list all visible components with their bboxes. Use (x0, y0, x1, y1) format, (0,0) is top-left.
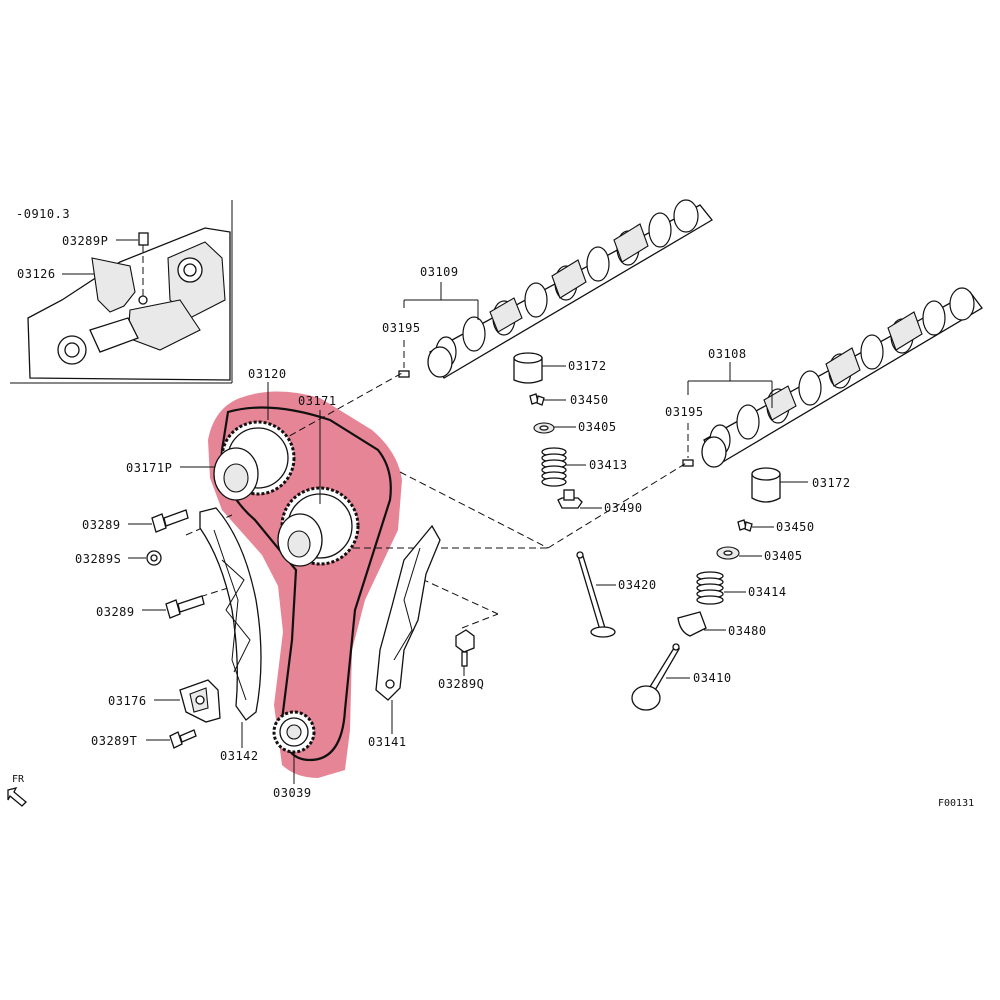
label-spring-exhaust[interactable]: 03414 (748, 585, 787, 599)
lifter-intake-part[interactable] (513, 352, 543, 384)
label-guide-right[interactable]: 03141 (368, 735, 407, 749)
spring-exhaust-part[interactable] (696, 571, 724, 605)
inset-box: -0910.3 03289P 03126 (10, 200, 233, 384)
label-crank-sprocket[interactable]: 03039 (273, 786, 312, 800)
crank-sprocket-part[interactable] (272, 710, 316, 754)
spring-intake-part[interactable] (541, 447, 567, 487)
bolt-2-part[interactable] (165, 595, 205, 619)
seal-exhaust-part[interactable] (677, 611, 707, 637)
label-bolt-t[interactable]: 03289T (91, 734, 137, 748)
label-inset-bolt[interactable]: 03289P (62, 234, 108, 248)
label-exhaust-camshaft[interactable]: 03108 (708, 347, 747, 361)
label-bolt-q[interactable]: 03289Q (438, 677, 484, 691)
label-keeper-intake[interactable]: 03450 (570, 393, 609, 407)
timing-chain-part[interactable] (220, 406, 392, 762)
label-valve-intake[interactable]: 03420 (618, 578, 657, 592)
label-intake-camshaft[interactable]: 03109 (420, 265, 459, 279)
label-pin-exhaust[interactable]: 03195 (665, 405, 704, 419)
label-retainer-intake[interactable]: 03405 (578, 420, 617, 434)
figure-code: F00131 (938, 798, 974, 809)
label-bolt-s[interactable]: 03289S (75, 552, 121, 566)
label-bolt-2[interactable]: 03289 (96, 605, 135, 619)
direction-label: FR (12, 774, 25, 785)
label-spring-intake[interactable]: 03413 (589, 458, 628, 472)
valve-intake-part[interactable] (576, 551, 616, 638)
front-arrow-icon (7, 787, 27, 807)
label-seal-exhaust[interactable]: 03480 (728, 624, 767, 638)
bolt-s-part[interactable] (146, 550, 162, 566)
label-lifter-intake[interactable]: 03172 (568, 359, 607, 373)
keeper-intake-part[interactable] (529, 393, 545, 406)
retainer-intake-part[interactable] (533, 422, 555, 434)
seal-intake-part[interactable] (557, 489, 583, 509)
label-chain[interactable]: 03171 (298, 394, 337, 408)
inset-label: -0910.3 (16, 207, 70, 221)
label-pin-intake[interactable]: 03195 (382, 321, 421, 335)
inset-cover-part[interactable] (91, 257, 136, 313)
valve-exhaust-part[interactable] (631, 643, 681, 711)
label-bolt-1[interactable]: 03289 (82, 518, 121, 532)
label-intake-sprocket[interactable]: 03171P (126, 461, 172, 475)
label-retainer-exhaust[interactable]: 03405 (764, 549, 803, 563)
lifter-exhaust-part[interactable] (751, 467, 781, 503)
label-keeper-exhaust[interactable]: 03450 (776, 520, 815, 534)
chain-guide-left-part[interactable] (199, 507, 262, 721)
bolt-1-part[interactable] (151, 509, 189, 533)
label-tensioner[interactable]: 03176 (108, 694, 147, 708)
label-valve-exhaust[interactable]: 03410 (693, 671, 732, 685)
keeper-exhaust-part[interactable] (737, 519, 753, 532)
exhaust-camshaft-part[interactable] (701, 287, 983, 468)
tensioner-part[interactable] (179, 679, 221, 723)
bolt-t-part[interactable] (169, 729, 197, 749)
intake-sprocket-part[interactable] (213, 420, 296, 501)
intake-camshaft-part[interactable] (427, 199, 713, 379)
pin-intake-part[interactable] (398, 370, 410, 378)
pin-exhaust-part[interactable] (682, 459, 694, 467)
label-guide-left[interactable]: 03142 (220, 749, 259, 763)
chain-guide-right-part[interactable] (375, 524, 441, 701)
label-sprocket-set[interactable]: 03120 (248, 367, 287, 381)
retainer-exhaust-part[interactable] (716, 546, 740, 560)
bolt-q-part[interactable] (455, 629, 475, 667)
label-seal-intake[interactable]: 03490 (604, 501, 643, 515)
inset-bolt-part[interactable] (138, 232, 149, 305)
label-lifter-exhaust[interactable]: 03172 (812, 476, 851, 490)
label-inset-cover[interactable]: 03126 (17, 267, 56, 281)
